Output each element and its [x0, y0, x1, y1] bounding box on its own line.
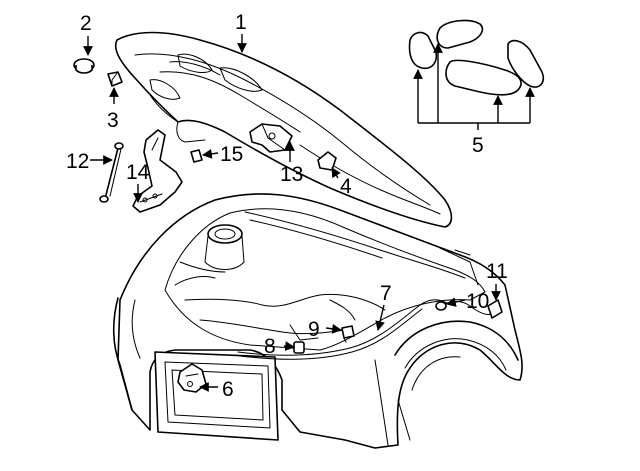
callout-5: 5	[472, 134, 484, 157]
callout-4: 4	[340, 175, 352, 198]
callout-15: 15	[220, 143, 243, 166]
hood-bumper	[73, 58, 95, 74]
callout-7: 7	[380, 282, 392, 305]
cable-clip	[341, 325, 355, 343]
callout-11: 11	[486, 260, 508, 283]
hood-prop-rod	[99, 142, 124, 203]
insulator-pads	[408, 19, 545, 130]
callout-8: 8	[264, 335, 276, 358]
bumper-stop	[107, 71, 123, 87]
cable-grommet	[293, 341, 305, 354]
callout-labels: 1 2 3 4 5 6 7 8 9 10 11 12 13 14 15	[66, 11, 508, 401]
callout-13: 13	[280, 163, 303, 186]
callout-6: 6	[222, 378, 234, 401]
callout-14: 14	[126, 161, 150, 184]
hood-latch-bracket	[249, 123, 293, 153]
hood-hinge	[132, 129, 183, 213]
callout-9: 9	[308, 318, 320, 341]
retainer-clip	[190, 149, 203, 163]
callout-10: 10	[466, 290, 489, 313]
callout-12: 12	[66, 150, 89, 173]
callout-2: 2	[80, 12, 92, 35]
callout-leaders	[83, 34, 501, 392]
hood-seal-pad	[317, 151, 337, 171]
callout-1: 1	[235, 11, 247, 34]
callout-3: 3	[107, 109, 119, 132]
release-cable	[435, 299, 503, 319]
